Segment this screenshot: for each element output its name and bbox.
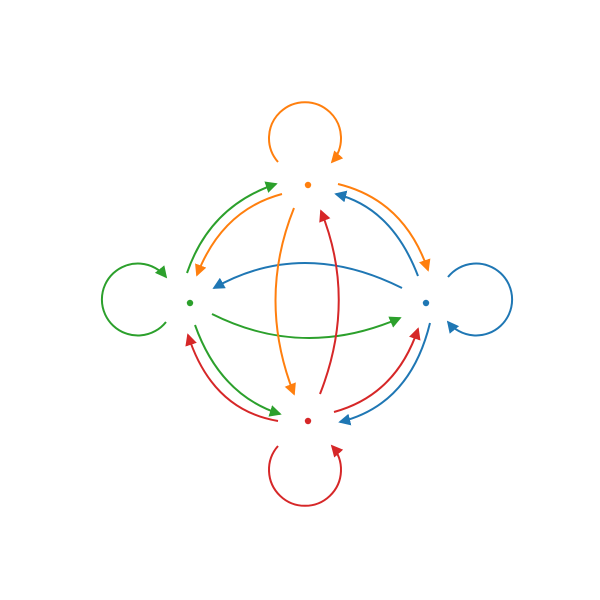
blue-to-green-edge — [212, 262, 403, 289]
red-to-orange-edge — [319, 209, 340, 395]
orange-to-green-edge — [195, 193, 283, 277]
red-to-green-edge — [185, 333, 279, 422]
orange-to-red-edge — [274, 207, 296, 396]
green-to-red-edge — [194, 324, 282, 417]
green-to-orange-edge — [186, 181, 278, 274]
green-node — [186, 299, 194, 307]
red-self-loop-edge — [268, 444, 344, 507]
green-to-blue-edge — [211, 313, 402, 340]
orange-self-loop-edge — [268, 101, 344, 164]
green-self-loop-edge — [100, 262, 168, 337]
red-to-blue-edge — [333, 327, 421, 413]
blue-to-orange-edge — [334, 190, 419, 277]
blue-node — [422, 299, 430, 307]
blue-to-red-edge — [338, 322, 431, 426]
red-node — [304, 417, 312, 425]
orange-to-blue-edge — [337, 183, 431, 272]
orange-node — [304, 181, 312, 189]
blue-self-loop-edge — [446, 262, 514, 337]
